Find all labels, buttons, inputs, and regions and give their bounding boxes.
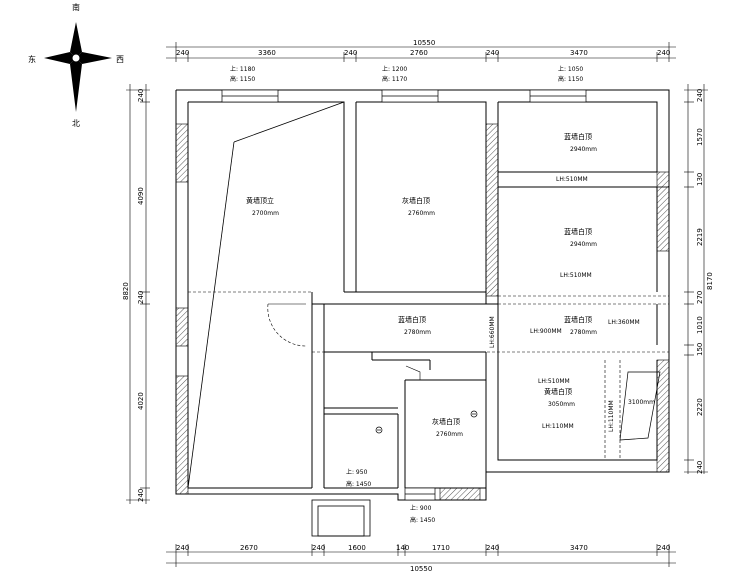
room-4-name: 蓝墙白顶 [564,227,592,236]
left-dim-seg-2: 4090 [137,187,145,205]
bottom-dim-seg-4: 1600 [348,544,366,552]
room-labels: 黄墙顶立 2700mm 灰墙白顶 2760mm 蓝墙白顶 2940mm 蓝墙白顶… [246,132,597,438]
beam-label-4: LH:900MM [530,328,562,335]
bottom-dim-seg-7: 240 [486,544,499,552]
beam-label-9: 3100mm [628,399,655,406]
beam-label-6: LH:110MM [542,423,574,430]
hatched-walls [175,123,670,501]
room-8-name: 灰墙白顶 [432,417,460,426]
bottom-dim-seg-1: 240 [176,544,189,552]
right-dim-seg-9: 240 [696,461,704,474]
balcony [311,499,371,537]
room-8-height: 2760mm [436,431,463,438]
beam-labels: LH:510MM LH:510MM LH:360MM LH:900MM LH:5… [489,176,655,432]
room-2-height: 2760mm [408,210,435,217]
doors [267,303,421,380]
left-dim-seg-5: 240 [137,489,145,502]
beam-label-1: LH:510MM [556,176,588,183]
compass-needle-north [70,22,82,58]
top-dim-seg-5: 240 [486,49,499,57]
compass-south-label: 南 [72,2,80,12]
bottom-dim-seg-8: 3470 [570,544,588,552]
room-7-height: 3050mm [548,401,575,408]
room-6-height: 2780mm [570,329,597,336]
compass-east-label: 东 [28,54,36,64]
right-dim-seg-6: 1010 [696,316,704,334]
left-dim-total: 8820 [122,282,130,300]
top-dim-seg-1: 240 [176,49,189,57]
window-1-width: 上: 1180 [230,65,255,73]
left-dim-seg-1: 240 [137,89,145,102]
bottom-dim-total: 10550 [410,565,432,571]
right-dim-total: 8170 [706,272,714,290]
bottom-dim-seg-3: 240 [312,544,325,552]
compass: 南 东 西 北 [28,2,124,128]
top-dim-seg-6: 3470 [570,49,588,57]
window-2-width: 上: 1200 [382,65,407,73]
top-dim-seg-2: 3360 [258,49,276,57]
window-3-width: 上: 1050 [558,65,583,73]
right-dim-seg-5: 270 [696,291,704,304]
right-dim-seg-2: 1570 [696,128,704,146]
left-dim-seg-3: 240 [137,291,145,304]
beam-label-7: LH:110MM [608,400,615,432]
compass-west-label: 西 [116,55,124,64]
fixtures [375,371,661,441]
top-dim-seg-3: 240 [344,49,357,57]
window-4-height: 高: 1450 [346,480,371,488]
bottom-dim-seg-6: 1710 [432,544,450,552]
window-1-height: 高: 1150 [230,75,255,83]
bottom-dim-seg-9: 240 [657,544,670,552]
bottom-dim-seg-2: 2670 [240,544,258,552]
bottom-dimension-chain [166,544,676,567]
top-dim-total: 10550 [413,39,435,47]
top-dimension-chain [166,42,676,62]
right-dim-seg-8: 2220 [696,398,704,416]
room-5-height: 2780mm [404,329,431,336]
top-dim-seg-7: 240 [657,49,670,57]
window-4-width: 上: 950 [346,468,368,476]
window-5-height: 高: 1450 [410,516,435,524]
compass-needle-east [44,52,76,64]
right-dim-seg-1: 240 [696,89,704,102]
right-dimension-chain [684,84,708,474]
room-5-name: 蓝墙白顶 [398,315,426,324]
dashed-lines [188,291,669,460]
room-1-name: 黄墙顶立 [246,196,274,205]
right-dim-seg-4: 2219 [696,228,704,246]
ceiling-feature [187,101,345,489]
right-dim-seg-3: 130 [696,173,704,186]
beam-label-3: LH:360MM [608,319,640,326]
room-3-height: 2940mm [570,146,597,153]
room-6-name: 蓝墙白顶 [564,315,592,324]
beam-label-5: LH:510MM [538,378,570,385]
window-3-height: 高: 1150 [558,75,583,83]
beam-label-2: LH:510MM [560,272,592,279]
left-dim-seg-4: 4020 [137,392,145,410]
right-dim-seg-7: 150 [696,343,704,356]
beam-label-8: LH:660MM [489,316,496,348]
room-3-name: 蓝墙白顶 [564,132,592,141]
window-5-width: 上: 900 [410,504,432,512]
compass-needle-south [70,58,82,112]
left-dimension-chain [126,84,150,504]
room-2-name: 灰墙白顶 [402,196,430,205]
room-1-height: 2700mm [252,210,279,217]
compass-needle-west [76,52,112,64]
room-7-name: 黄墙白顶 [544,387,572,396]
top-dim-seg-4: 2760 [410,49,428,57]
room-4-height: 2940mm [570,241,597,248]
compass-north-label: 北 [72,119,80,128]
bottom-dim-seg-5: 140 [396,544,409,552]
window-2-height: 高: 1170 [382,75,407,83]
windows [221,89,587,501]
